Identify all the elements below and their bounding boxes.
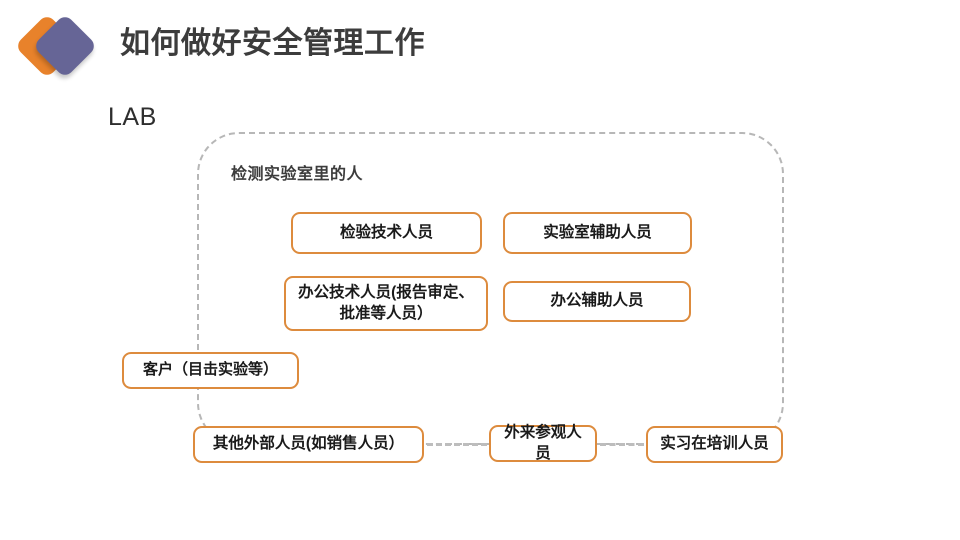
node-visitor[interactable]: 外来参观人员 [489,424,597,462]
node-office-assistant[interactable]: 办公辅助人员 [503,281,691,322]
page-title: 如何做好安全管理工作 [120,27,425,60]
node-office-tech[interactable]: 办公技术人员(报告审定、批准等人员） [284,276,488,331]
node-customer[interactable]: 客户（目击实验等） [122,352,299,389]
node-other-external[interactable]: 其他外部人员(如销售人员） [193,426,424,463]
section-label-lab: LAB [108,103,157,131]
node-intern[interactable]: 实习在培训人员 [646,426,783,463]
connector-external-to-visitor [427,443,487,446]
node-inspection-tech[interactable]: 检验技术人员 [291,212,482,254]
node-lab-assistant[interactable]: 实验室辅助人员 [503,212,692,254]
slide-header: 如何做好安全管理工作 [0,0,960,90]
lab-group-label: 检测实验室里的人 [231,166,364,183]
connector-visitor-to-intern [600,443,644,446]
diamond-logo-icon [14,10,108,82]
